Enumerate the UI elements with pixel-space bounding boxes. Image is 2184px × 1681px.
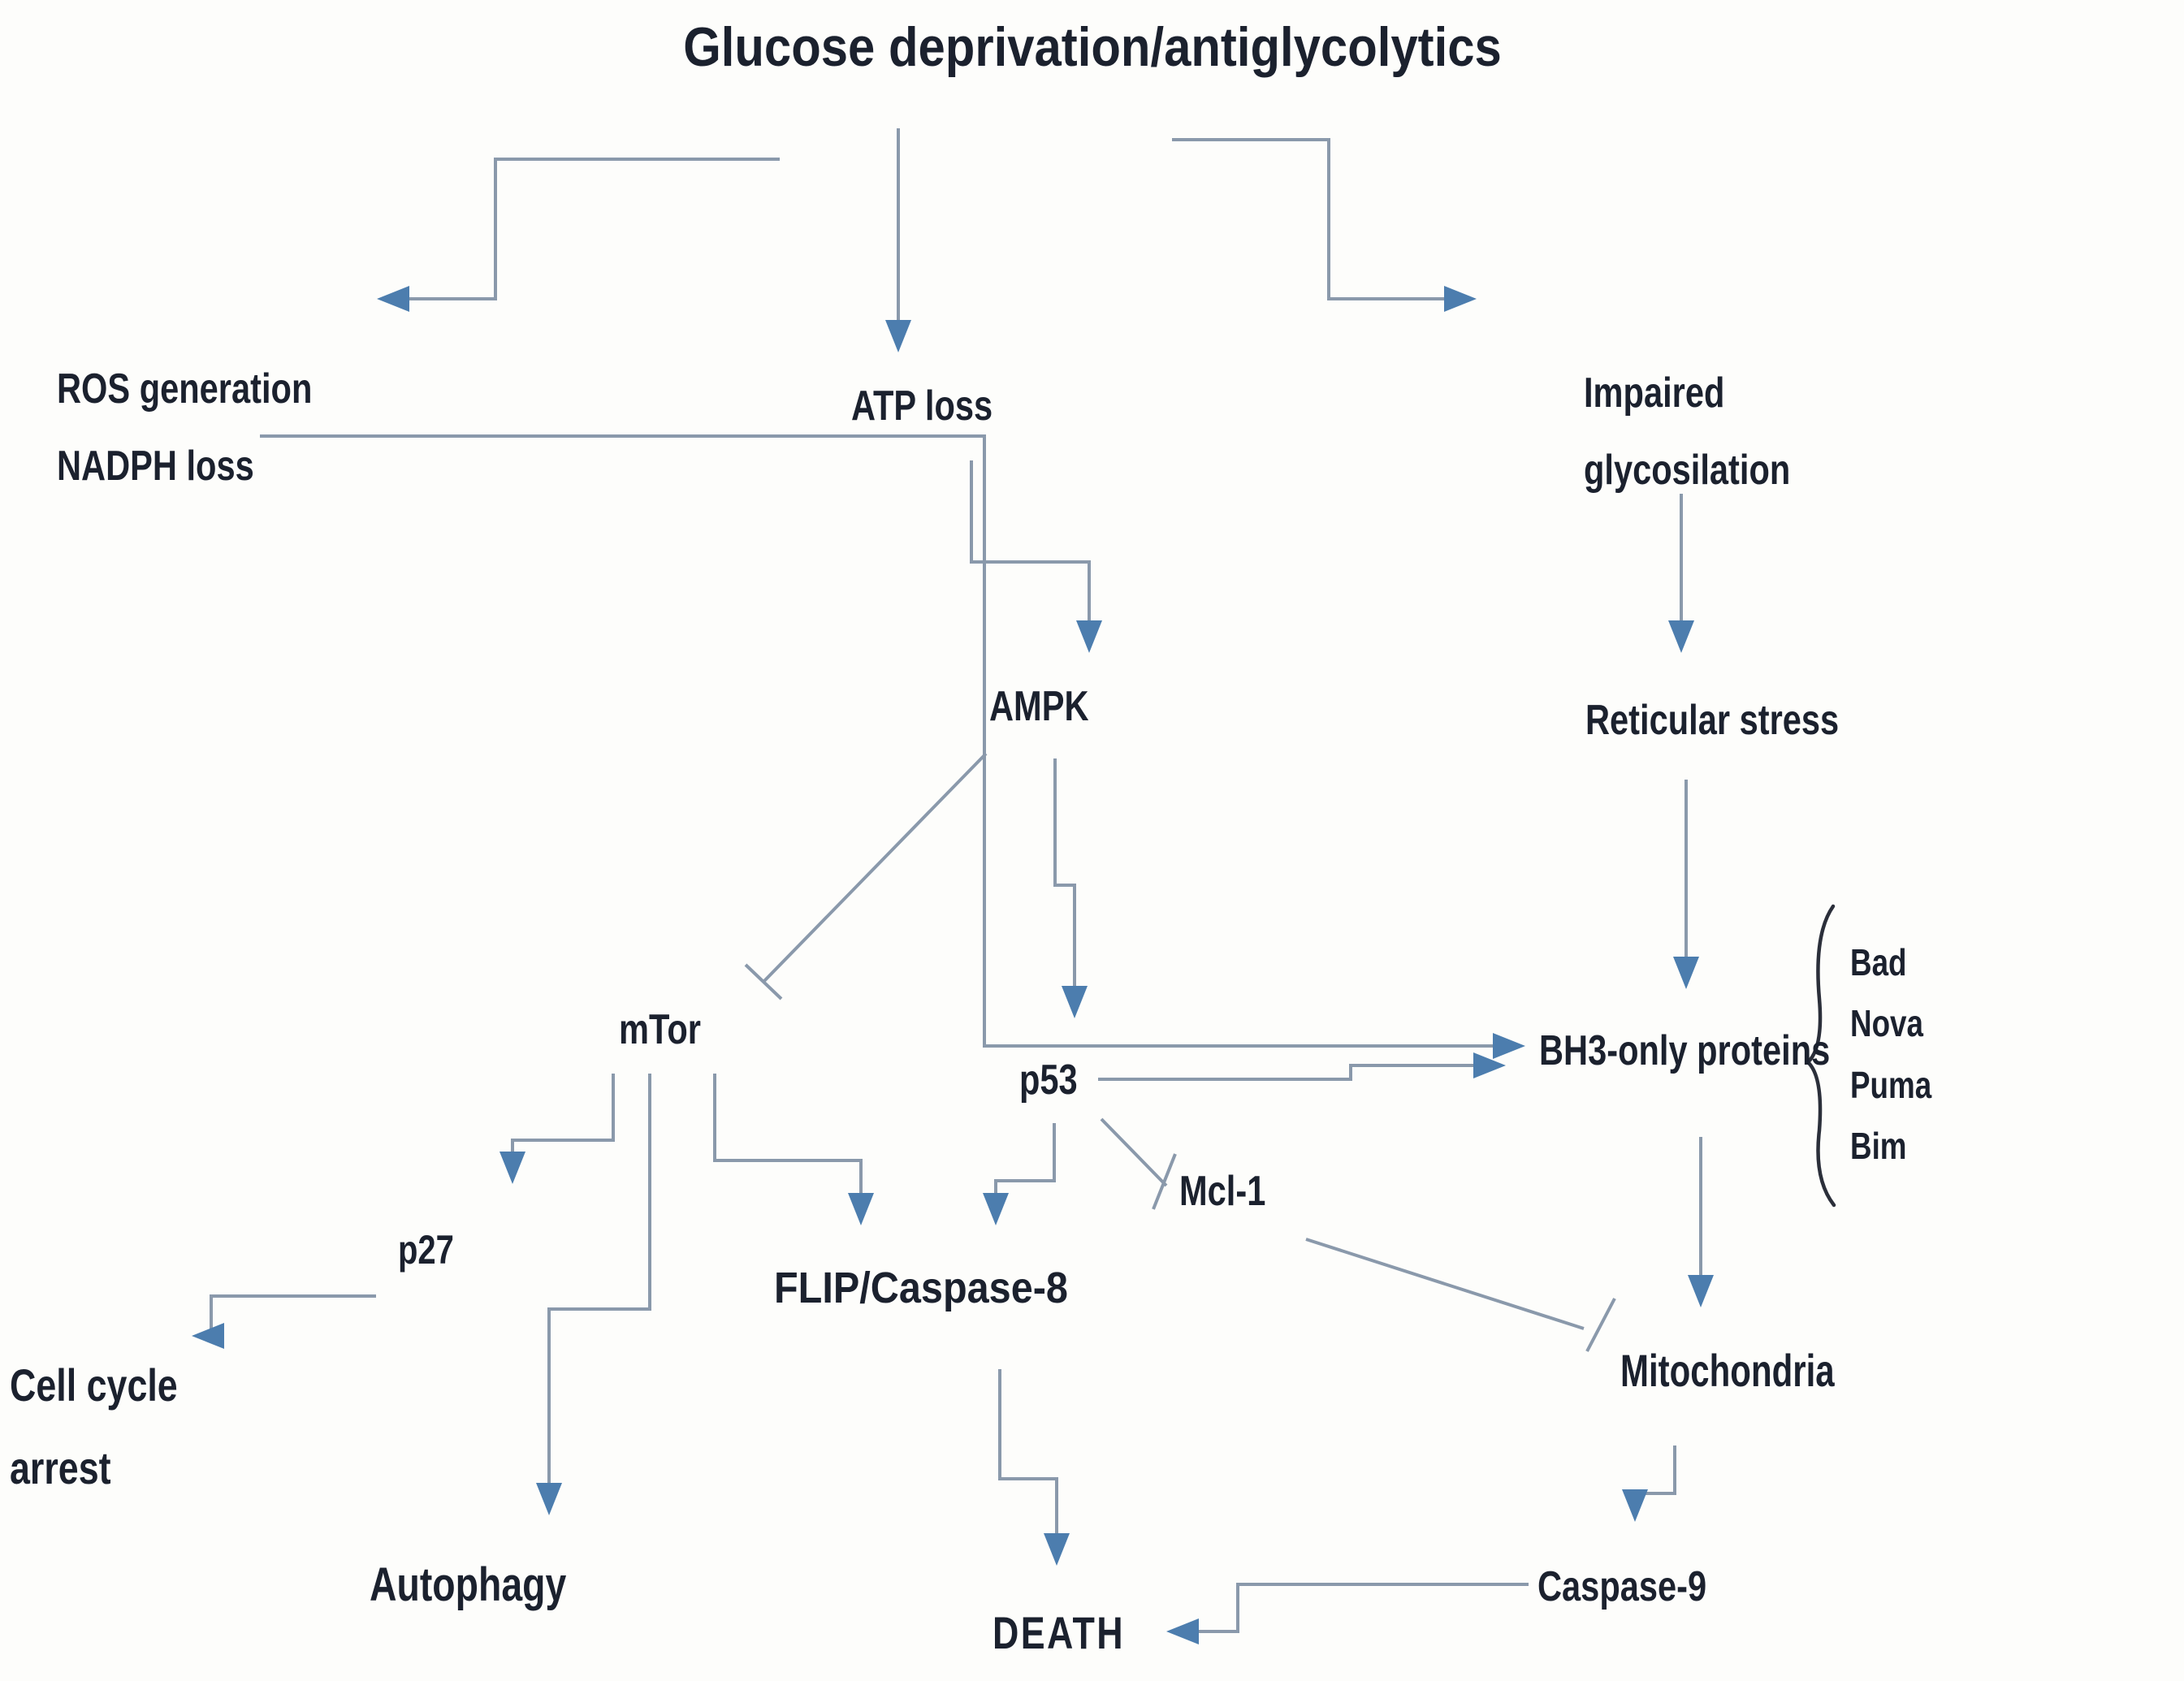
edge-ampk-p53	[1053, 758, 1088, 1018]
node-p53: p53	[1019, 1057, 1078, 1104]
node-impaired-line1: Impaired	[1584, 369, 1725, 417]
node-ros-nadph: ROS generation NADPH loss	[57, 351, 312, 504]
node-autophagy: Autophagy	[370, 1558, 567, 1611]
node-cellcycle-line2: arrest	[10, 1441, 111, 1493]
node-impaired-glycosilation: Impaired glycosilation	[1584, 355, 1790, 508]
node-cell-cycle-arrest: Cell cycle arrest	[10, 1344, 178, 1510]
node-ros-line1: ROS generation	[57, 365, 313, 413]
node-ros-line2: NADPH loss	[57, 442, 254, 490]
bh3-member-puma: Puma	[1850, 1063, 1932, 1106]
node-reticular-stress: Reticular stress	[1585, 697, 1840, 744]
bh3-member-bim: Bim	[1850, 1125, 1907, 1168]
edge-mtor-flip	[713, 1074, 874, 1225]
node-ampk: AMPK	[989, 683, 1089, 730]
edge-mito-caspase9	[1622, 1445, 1676, 1522]
node-flip-caspase8: FLIP/Caspase-8	[774, 1264, 1068, 1312]
bh3-member-bad: Bad	[1850, 941, 1907, 983]
bh3-member-nova: Nova	[1850, 1002, 1923, 1045]
inhibition-bar-mtor	[744, 963, 783, 1000]
inhibition-bar-mito	[1585, 1298, 1616, 1352]
edge-mcl1-mito-inhibit	[1305, 1238, 1585, 1330]
edge-mtor-p27	[500, 1074, 615, 1184]
inhibition-bar-mcl1	[1152, 1153, 1177, 1210]
node-death: DEATH	[993, 1607, 1125, 1658]
bh3-member-list: Bad Nova Puma Bim	[1850, 932, 1931, 1178]
node-mitochondria: Mitochondria	[1620, 1345, 1835, 1396]
edge-flip-death	[998, 1369, 1070, 1566]
edge-mtor-autophagy	[536, 1074, 651, 1515]
node-impaired-line2: glycosilation	[1584, 446, 1791, 494]
bh3-members-brace	[1805, 904, 1836, 1208]
node-bh3-only-proteins: BH3-only proteins	[1539, 1027, 1831, 1074]
node-p27: p27	[398, 1227, 454, 1273]
edge-title-impaired	[1172, 138, 1477, 312]
edge-atp-ampk	[970, 460, 1102, 653]
node-caspase9: Caspase-9	[1537, 1563, 1707, 1610]
edge-title-ros	[377, 158, 780, 312]
node-cellcycle-line1: Cell cycle	[10, 1359, 178, 1411]
edge-p53-bh3	[1098, 1052, 1506, 1081]
diagram-title: Glucose deprivation/antiglycolytics	[682, 16, 1502, 78]
edge-nadph-bh3	[260, 434, 1525, 1059]
edge-p27-cellcycle	[192, 1294, 376, 1349]
node-mcl1: Mcl-1	[1179, 1168, 1266, 1215]
edge-p53-mcl1-inhibit	[1100, 1117, 1168, 1187]
node-atp-loss: ATP loss	[851, 382, 993, 430]
edge-ampk-mtor-inhibit	[762, 752, 988, 983]
node-mtor: mTor	[619, 1006, 701, 1053]
edge-caspase9-death	[1166, 1583, 1529, 1644]
edge-p53-flip	[983, 1123, 1056, 1225]
